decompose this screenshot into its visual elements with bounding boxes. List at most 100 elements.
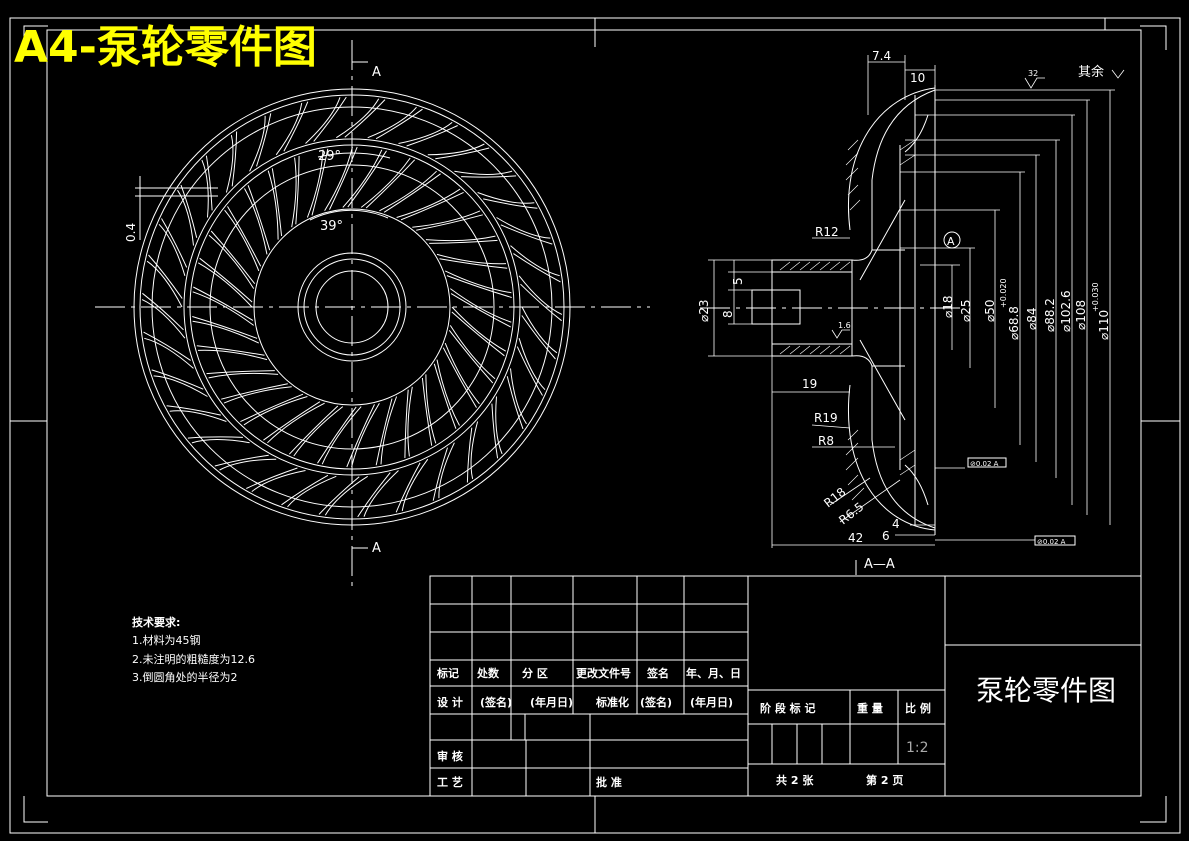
inner-blade bbox=[380, 396, 398, 465]
dia-18: ⌀18 bbox=[941, 296, 955, 319]
tech-item-1: 1.材料为45钢 bbox=[132, 633, 201, 647]
tb-header-date: 年、月、日 bbox=[686, 666, 741, 680]
inner-blade bbox=[444, 342, 480, 405]
inner-blade bbox=[208, 372, 279, 379]
outer-blade bbox=[281, 474, 329, 506]
outer-blade bbox=[521, 315, 556, 360]
inner-blade bbox=[439, 258, 508, 269]
outer-blade bbox=[158, 223, 186, 276]
inner-blade bbox=[429, 239, 498, 244]
inner-blade bbox=[317, 406, 357, 464]
outer-blade bbox=[336, 98, 380, 139]
tb-drawing-name: 泵轮零件图 bbox=[976, 674, 1116, 707]
tb-process: 工 艺 bbox=[437, 775, 463, 789]
inner-blade bbox=[346, 404, 375, 468]
inner-blade bbox=[425, 235, 496, 242]
front-view bbox=[95, 40, 650, 590]
inner-blade bbox=[446, 275, 512, 298]
inner-blade bbox=[224, 209, 260, 272]
outer-blade bbox=[148, 254, 183, 299]
inner-blade bbox=[208, 234, 255, 289]
inner-blade bbox=[442, 347, 477, 408]
outer-blade bbox=[219, 458, 277, 471]
outer-blade bbox=[318, 476, 360, 515]
outer-blades bbox=[141, 96, 563, 518]
inner-blade bbox=[227, 206, 262, 267]
tech-item-2: 2.未注明的粗糙度为12.6 bbox=[132, 652, 255, 666]
outer-blade bbox=[151, 369, 204, 390]
outer-blade bbox=[500, 224, 553, 245]
outer-blade bbox=[518, 338, 546, 391]
section-hatching bbox=[779, 139, 916, 501]
tech-heading: 技术要求: bbox=[132, 615, 180, 629]
dim-6: 6 bbox=[882, 529, 890, 543]
tb-header-docno: 更改文件号 bbox=[576, 666, 631, 680]
tb-header-mark: 标记 bbox=[436, 666, 459, 680]
inner-blade bbox=[436, 359, 460, 426]
inner-blade bbox=[193, 286, 254, 321]
section-markers bbox=[351, 50, 857, 575]
inner-blade bbox=[416, 214, 483, 231]
outer-blade bbox=[153, 375, 208, 397]
outer-blade bbox=[225, 134, 234, 193]
inner-blade bbox=[210, 230, 256, 285]
dia-68-8-tol: +0.020 bbox=[999, 278, 1008, 308]
roughness-1-6: 1.6 bbox=[838, 321, 851, 330]
inner-blade bbox=[263, 401, 321, 441]
inner-blade bbox=[311, 148, 329, 216]
outer-blade bbox=[144, 337, 194, 369]
dim-42: 42 bbox=[848, 531, 863, 545]
inner-blade bbox=[342, 149, 383, 208]
tb-weight: 重 量 bbox=[857, 701, 883, 715]
tb-standard-sign: (签名) bbox=[640, 695, 672, 709]
inner-blade bbox=[383, 173, 441, 213]
section-dimension-lines bbox=[708, 55, 1125, 548]
inner-blade bbox=[271, 168, 283, 237]
inner-blade bbox=[412, 210, 481, 228]
inner-blade bbox=[295, 155, 300, 225]
tb-standard: 标准化 bbox=[595, 695, 629, 709]
tb-header-count: 处数 bbox=[476, 666, 500, 680]
outer-blade bbox=[375, 108, 423, 140]
inner-blade bbox=[404, 389, 409, 459]
outer-blade bbox=[401, 458, 429, 511]
tol-frame-1 bbox=[967, 457, 1007, 468]
inner-blade bbox=[360, 157, 411, 208]
outer-blade bbox=[395, 462, 421, 513]
dia-102-6: ⌀102.6 bbox=[1059, 290, 1073, 332]
outer-blade bbox=[427, 143, 485, 156]
outer-blade bbox=[491, 403, 499, 459]
dia-110-tol: +0.030 bbox=[1091, 282, 1100, 312]
dim-r12: R12 bbox=[815, 225, 839, 239]
outer-blade bbox=[313, 96, 347, 142]
outer-blade bbox=[521, 306, 558, 354]
outer-blade bbox=[324, 475, 368, 516]
inner-blade bbox=[247, 185, 271, 251]
inner-blade bbox=[243, 396, 308, 426]
outer-blade bbox=[367, 106, 417, 139]
inner-blade bbox=[197, 262, 253, 308]
inner-blade bbox=[240, 393, 304, 423]
inner-blade bbox=[448, 329, 494, 384]
inner-blade bbox=[199, 257, 253, 303]
tb-sheet-no: 第 2 页 bbox=[866, 773, 903, 787]
inner-blade bbox=[321, 406, 362, 465]
outer-blade bbox=[177, 189, 194, 246]
inner-blade bbox=[206, 370, 275, 375]
section-view-label: A—A bbox=[864, 557, 895, 572]
outer-blade bbox=[256, 113, 272, 167]
dim-r8: R8 bbox=[818, 434, 834, 448]
tb-scale: 1:2 bbox=[906, 740, 929, 756]
tb-stage-label: 阶 段 标 记 bbox=[760, 701, 816, 715]
inner-blade bbox=[449, 325, 496, 380]
dia-25: ⌀25 bbox=[959, 300, 973, 323]
inner-blade bbox=[433, 363, 457, 429]
angle-outer-label: 29° bbox=[318, 149, 341, 164]
outer-blade bbox=[461, 175, 517, 178]
dim-23: ⌀23 bbox=[697, 300, 711, 323]
tech-item-3: 3.倒圆角处的半径为2 bbox=[132, 670, 238, 684]
inner-blade bbox=[400, 191, 464, 221]
drawing-title: A4-泵轮零件图 bbox=[14, 22, 317, 73]
inner-blade bbox=[244, 188, 268, 255]
outer-blade bbox=[520, 283, 562, 322]
